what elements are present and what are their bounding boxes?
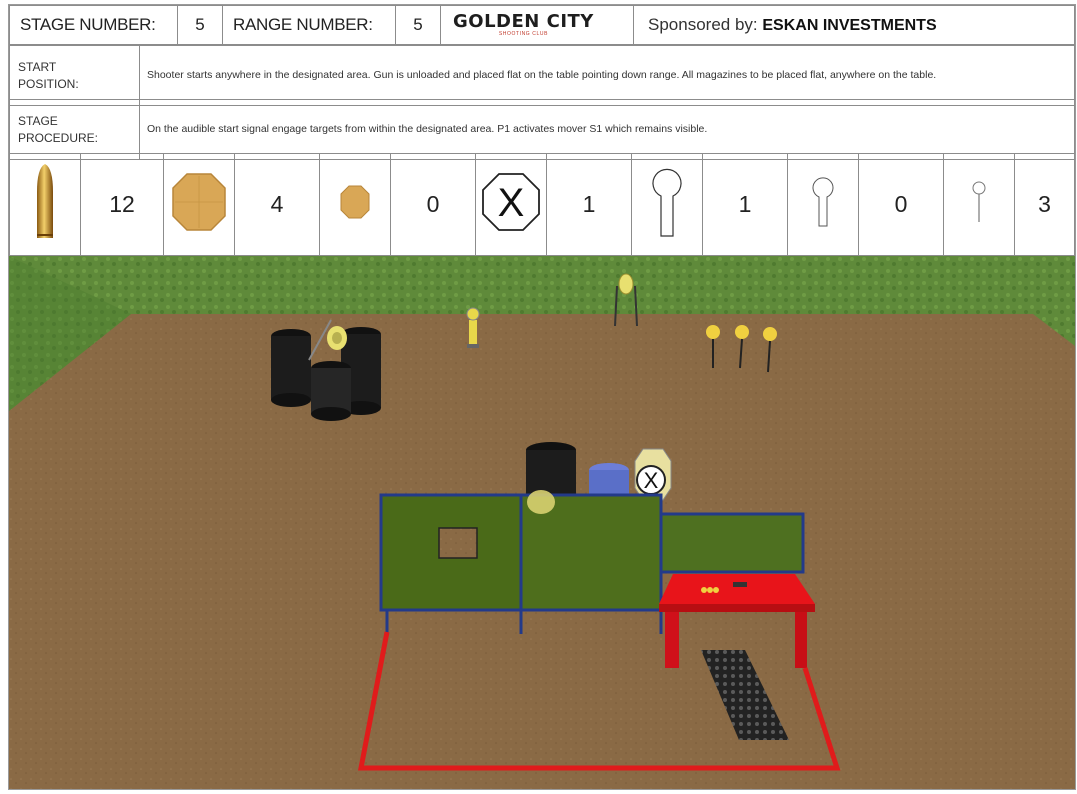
no-shoot-count: 1 [547, 154, 632, 256]
steel-small-icon-cell [320, 154, 391, 256]
start-position-text: Shooter starts anywhere in the designate… [140, 46, 1075, 106]
popper-medium-icon-cell [788, 154, 859, 256]
club-logo-mark: GOLDEN CITY SHOOTING CLUB [453, 13, 594, 37]
stage-procedure-row: STAGE PROCEDURE: On the audible start si… [9, 99, 1075, 160]
stage-number-value: 5 [178, 6, 223, 45]
no-shoot-icon: X [481, 172, 541, 232]
bullet-icon [34, 162, 56, 242]
club-logo: GOLDEN CITY SHOOTING CLUB [441, 6, 634, 45]
sponsor-label: Sponsored by: [648, 15, 758, 34]
popper-medium-count: 0 [859, 154, 944, 256]
sponsor-name: ESKAN INVESTMENTS [762, 17, 936, 34]
stage-layout-scene: X [9, 256, 1075, 789]
stage-procedure-text: On the audible start signal engage targe… [140, 100, 1075, 160]
popper-large-icon [650, 166, 684, 238]
back-berm [131, 256, 1033, 314]
round-count-icon-cell [10, 154, 81, 256]
stage-procedure-label-line2: PROCEDURE: [18, 131, 98, 145]
popper-large-icon-cell [632, 154, 703, 256]
stage-procedure-label: STAGE PROCEDURE: [10, 100, 140, 160]
no-shoot-mark: X [644, 468, 659, 493]
popper-small-count: 3 [1015, 154, 1075, 256]
stage-procedure-label-line1: STAGE [18, 114, 58, 128]
steel-small-count: 0 [391, 154, 476, 256]
sponsor-cell: Sponsored by: ESKAN INVESTMENTS [634, 6, 1075, 45]
round-count: 12 [81, 154, 164, 256]
popper-small-icon [971, 180, 987, 224]
range-number-label: RANGE NUMBER: [223, 6, 396, 45]
steel-plate-small-icon [340, 185, 370, 219]
no-shoot-icon-cell: X [476, 154, 547, 256]
popper-large-count: 1 [703, 154, 788, 256]
start-position-label: START POSITION: [10, 46, 140, 106]
start-position-row: START POSITION: Shooter starts anywhere … [9, 45, 1075, 106]
popper-medium-icon [811, 176, 835, 228]
svg-text:X: X [498, 181, 525, 225]
club-logo-title: GOLDEN CITY [453, 13, 594, 31]
range-number-value: 5 [396, 6, 441, 45]
steel-plate-large-icon [171, 172, 227, 232]
popper-small-icon-cell [944, 154, 1015, 256]
header-row: STAGE NUMBER: 5 RANGE NUMBER: 5 GOLDEN C… [9, 5, 1075, 45]
start-position-label-line2: POSITION: [18, 77, 79, 91]
club-logo-subtitle: SHOOTING CLUB [453, 32, 594, 37]
start-position-label-line1: START [18, 60, 56, 74]
stage-number-label: STAGE NUMBER: [10, 6, 178, 45]
steel-large-icon-cell [164, 154, 235, 256]
stage-brief-sheet: STAGE NUMBER: 5 RANGE NUMBER: 5 GOLDEN C… [8, 4, 1076, 790]
target-count-row: 12 4 0 X 1 [9, 153, 1075, 256]
steel-large-count: 4 [235, 154, 320, 256]
